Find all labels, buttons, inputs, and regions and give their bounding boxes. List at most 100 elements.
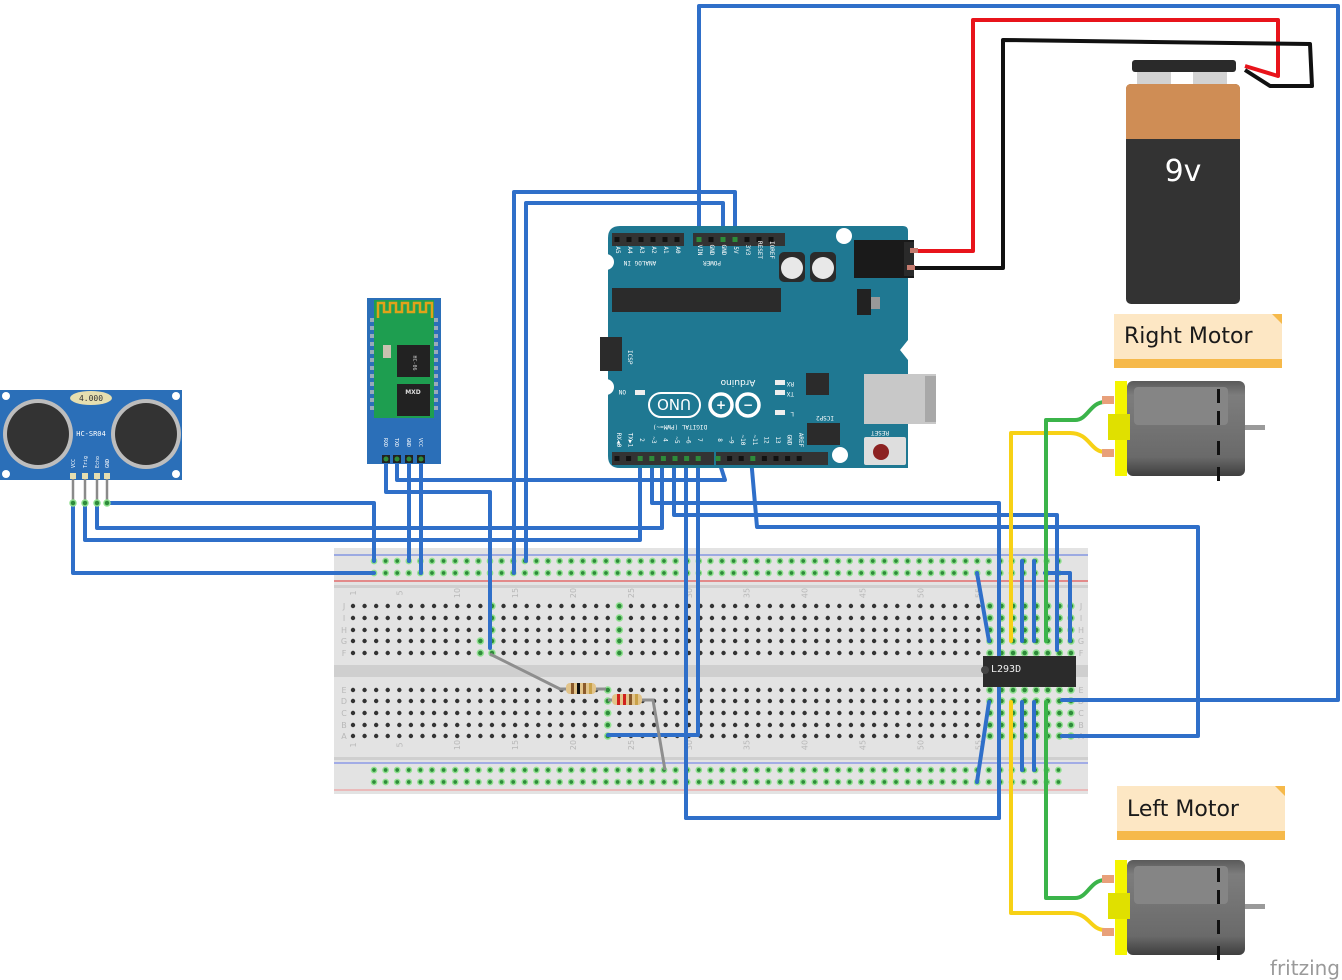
analog-pin[interactable] — [662, 237, 668, 242]
ultrasonic-pin-end[interactable] — [103, 499, 111, 507]
note-right-motor[interactable]: Right Motor — [1114, 314, 1282, 368]
digital-pin[interactable] — [785, 456, 791, 461]
wire-ic-jumper-2[interactable] — [975, 700, 991, 784]
power-label: POWER — [703, 259, 721, 266]
breadboard-hole — [547, 638, 553, 644]
digital-pin[interactable] — [649, 456, 655, 461]
motor-terminal[interactable] — [1102, 875, 1114, 883]
digital-pin[interactable] — [727, 456, 733, 461]
digital-pin[interactable] — [660, 456, 666, 461]
column-label: 25 — [627, 740, 636, 750]
analog-pin[interactable] — [626, 237, 632, 242]
wire-d11-to-ic[interactable] — [749, 456, 1200, 738]
motor-terminal[interactable] — [1102, 449, 1114, 457]
bt-pin[interactable] — [418, 456, 424, 462]
breadboard-hole — [443, 698, 448, 704]
bt-pin[interactable] — [383, 456, 389, 462]
analog-pin[interactable] — [638, 237, 644, 242]
breadboard-hole — [1009, 686, 1017, 694]
wire-ultrasonic-gnd[interactable] — [105, 501, 376, 563]
ultrasonic-pin-end[interactable] — [81, 499, 89, 507]
ultrasonic-pin-end[interactable] — [69, 499, 77, 507]
digital-pin[interactable] — [750, 456, 756, 461]
breadboard-hole — [952, 698, 958, 704]
digital-pin[interactable] — [672, 456, 678, 461]
wire-ic-jumper-1[interactable] — [975, 571, 991, 643]
breadboard-hole — [837, 687, 842, 693]
wire-arduino-gnd[interactable] — [524, 201, 725, 563]
dc-jack-contact — [907, 265, 915, 270]
motor-vent — [1217, 441, 1220, 455]
digital-pin[interactable] — [626, 456, 632, 461]
breadboard-hole — [675, 627, 680, 633]
rail-hole — [834, 778, 842, 786]
motor-shaft — [1245, 904, 1265, 909]
bt-castellation — [370, 390, 374, 394]
wire-d4-to-ic[interactable] — [650, 456, 1001, 820]
breadboard-hole — [986, 649, 994, 657]
digital-pin[interactable] — [695, 456, 701, 461]
wire-battery-negative[interactable] — [913, 38, 1314, 270]
power-pin[interactable] — [732, 237, 738, 242]
digital-pin[interactable] — [684, 456, 690, 461]
digital-pin[interactable] — [796, 456, 802, 461]
breadboard-hole — [976, 687, 981, 693]
rail-hole — [765, 766, 772, 774]
wire-bt-rxd[interactable] — [384, 460, 492, 650]
analog-pin[interactable] — [650, 237, 656, 242]
power-pin[interactable] — [768, 237, 774, 242]
analog-header — [612, 233, 684, 246]
usb-port[interactable] — [864, 374, 936, 424]
row-label: D — [341, 697, 347, 706]
digital-pin[interactable] — [715, 456, 721, 461]
wire-ultrasonic-vcc[interactable] — [71, 501, 376, 575]
digital-pin[interactable] — [738, 456, 744, 461]
right-motor[interactable] — [1102, 381, 1265, 481]
l293d-driver[interactable]: L293D — [981, 656, 1076, 687]
rail-hole — [927, 557, 935, 565]
note-left-motor[interactable]: Left Motor — [1117, 786, 1285, 840]
wire-d7-to-ic[interactable] — [606, 456, 700, 737]
ultrasonic-pin-end[interactable] — [93, 499, 101, 507]
wire-battery-positive[interactable] — [913, 18, 1280, 253]
breadboard-hole — [941, 638, 946, 644]
left-motor[interactable] — [1102, 860, 1265, 960]
power-pin[interactable] — [756, 237, 762, 242]
breadboard-hole — [617, 722, 622, 728]
power-pin[interactable] — [708, 237, 714, 242]
breadboard-holes — [350, 557, 1075, 786]
wire-bt-txd[interactable] — [395, 456, 727, 482]
breadboard-hole — [837, 627, 842, 633]
bt-pin[interactable] — [394, 456, 400, 462]
rail-hole — [428, 569, 436, 577]
rail-hole — [428, 557, 436, 565]
digital-pin[interactable] — [637, 456, 643, 461]
wire-ultrasonic-trig[interactable] — [83, 456, 642, 542]
power-pin[interactable] — [696, 237, 702, 242]
power-pin[interactable] — [720, 237, 726, 242]
motor-terminal[interactable] — [1102, 396, 1114, 404]
digital-pin[interactable] — [614, 456, 620, 461]
bt-pin[interactable] — [406, 456, 412, 462]
wire-ic-top-4[interactable] — [1043, 571, 1072, 643]
breadboard-hole — [814, 627, 819, 633]
digital-pin[interactable] — [773, 456, 779, 461]
breadboard-hole — [605, 603, 610, 609]
battery-9v[interactable]: 9v — [1126, 60, 1240, 304]
wire-d5-to-ic[interactable] — [672, 456, 1059, 652]
motor-terminal[interactable] — [1102, 928, 1114, 936]
wire-ultrasonic-echo[interactable] — [95, 456, 664, 530]
analog-pin[interactable] — [674, 237, 680, 242]
rail-hole — [927, 569, 935, 577]
digital-pin[interactable] — [761, 456, 767, 461]
bt-castellation — [434, 398, 438, 402]
analog-pin[interactable] — [614, 237, 620, 242]
fritzing-watermark: fritzing — [1270, 956, 1340, 980]
row-label: A — [341, 732, 347, 741]
power-pin[interactable] — [744, 237, 750, 242]
wire-arduino-vin[interactable] — [697, 4, 1340, 702]
wire-arduino-5v[interactable] — [512, 190, 737, 575]
